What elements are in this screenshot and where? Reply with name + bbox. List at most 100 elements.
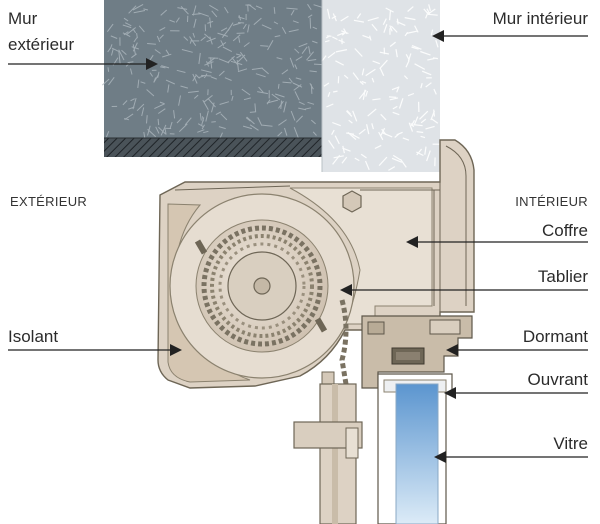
wall-texture-stroke [372,60,381,65]
wall-texture-stroke [235,53,242,56]
label-ouvrant: Ouvrant [528,370,589,389]
wall-texture-stroke [200,69,212,73]
wall-texture-stroke [332,36,338,41]
wall-texture-stroke [347,131,357,141]
wall-texture-stroke [261,24,272,30]
wall-texture-stroke [420,83,423,89]
guide-rail [293,383,363,524]
wall-texture-stroke [201,117,205,126]
wall-texture-stroke [277,131,283,137]
wall-texture-stroke [389,41,396,47]
wall-texture-stroke [353,19,365,23]
wall-texture-stroke [307,14,313,18]
wall-texture-stroke [175,17,180,23]
wall-texture-stroke [239,51,248,62]
wall-texture-stroke [211,121,216,123]
wall-texture-stroke [295,56,303,61]
wall-texture-stroke [276,57,283,60]
wall-texture-stroke [416,151,424,157]
wall-texture-stroke [275,93,285,98]
wall-texture-stroke [414,25,419,33]
wall-texture-stroke [282,81,292,84]
wall-texture-stroke [192,73,198,84]
wall-texture-stroke [246,116,255,125]
wall-texture-stroke [254,103,257,112]
wall-texture-stroke [428,4,431,12]
label-dormant: Dormant [523,327,588,346]
wall-texture-stroke [413,116,419,126]
wall-texture-stroke [184,117,192,126]
wall-texture-stroke [420,50,431,56]
wall-texture-stroke [281,26,287,35]
wall-texture-stroke [176,69,186,73]
wall-texture-stroke [352,110,358,122]
wall-texture-stroke [243,42,250,48]
wall-texture-stroke [402,137,410,141]
wall-texture-stroke [307,101,315,105]
wall-texture-stroke [122,100,128,106]
wall-texture-stroke [156,35,161,43]
wall-texture-stroke [343,74,349,79]
wall-texture-stroke [420,135,426,139]
label-mur-exterieur-2: extérieur [8,35,74,54]
wall-texture-stroke [248,3,256,11]
label-mur-exterieur-1: Mur [8,9,38,28]
wall-texture-stroke [215,111,222,116]
wall-texture-stroke [295,115,303,123]
wall-texture-stroke [298,107,307,111]
wall-texture-stroke [278,119,287,126]
wall-texture-stroke [238,37,241,43]
wall-texture-stroke [165,49,170,55]
wall-texture-stroke [146,115,148,124]
wall-texture-stroke [358,89,367,100]
wall-texture-stroke [255,73,266,78]
wall-texture-stroke [131,53,137,59]
wall-texture-stroke [266,99,279,104]
wall-texture-stroke [218,126,226,130]
wall-texture-stroke [176,118,182,124]
wall-texture-stroke [180,6,189,15]
wall-texture-stroke [388,96,397,98]
wall-texture-stroke [423,8,430,16]
leader-lines [8,30,588,463]
wall-texture-stroke [222,46,233,53]
wall-texture-stroke [383,24,388,33]
wall-texture-stroke [169,19,176,23]
wall-texture-stroke [161,65,170,69]
wall-texture-stroke [372,98,381,101]
wall-texture-stroke [155,126,160,134]
wall-texture-stroke [206,61,210,67]
wall-texture-stroke [371,123,374,130]
exterior-wall [101,0,325,157]
wall-texture-stroke [294,91,300,101]
wall-texture-stroke [230,60,243,66]
wall-texture-stroke [110,35,118,39]
wall-texture-stroke [388,166,396,171]
wall-texture-stroke [124,113,134,121]
wall-texture-stroke [201,124,205,130]
wall-texture-stroke [379,59,388,70]
wall-texture-stroke [419,110,429,120]
wall-texture-stroke [290,9,295,16]
wall-texture-stroke [271,93,280,101]
wall-texture-stroke [140,81,146,84]
wall-texture-stroke [327,51,336,59]
wall-texture-stroke [198,12,209,17]
wall-texture-stroke [289,57,295,68]
wall-texture-stroke [165,79,176,85]
wall-texture-stroke [356,13,362,19]
wall-texture-stroke [292,82,303,88]
wall-texture-stroke [210,57,213,69]
wall-texture-stroke [400,158,407,168]
wall-texture-stroke [273,21,279,25]
wall-texture-stroke [162,53,172,58]
wall-texture-stroke [141,107,145,117]
wall-texture-stroke [378,131,384,141]
wall-texture-stroke [328,139,335,149]
wall-texture-stroke [284,127,288,136]
wall-texture-stroke [173,110,176,119]
wall-texture-stroke [407,92,415,97]
wall-texture-stroke [211,10,218,18]
wall-texture-stroke [209,4,219,11]
wall-texture-stroke [124,118,130,121]
